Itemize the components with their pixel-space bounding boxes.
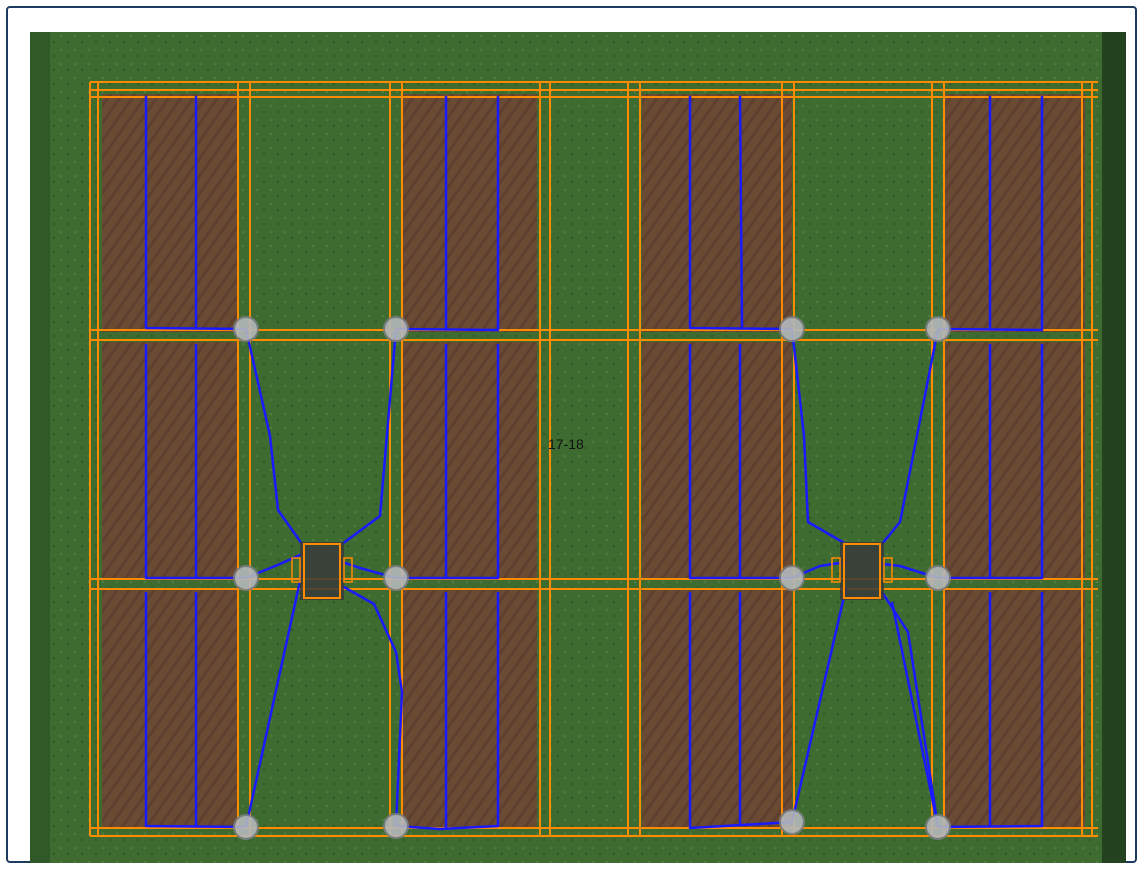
soil-plot bbox=[642, 342, 792, 580]
soil-plot bbox=[102, 94, 237, 332]
soil-plot bbox=[402, 590, 537, 828]
manhole-icon[interactable] bbox=[233, 316, 259, 342]
soil-plot bbox=[945, 590, 1085, 828]
pump-station-icon[interactable] bbox=[291, 542, 353, 600]
manhole-icon[interactable] bbox=[383, 813, 409, 839]
pump-station-icon[interactable] bbox=[831, 542, 893, 600]
soil-plot bbox=[402, 94, 537, 332]
manhole-icon[interactable] bbox=[233, 814, 259, 840]
manholes bbox=[233, 316, 951, 840]
soil-plot bbox=[642, 590, 792, 828]
left-field-edge bbox=[30, 32, 50, 863]
soil-plot bbox=[945, 94, 1085, 332]
aerial-map-canvas[interactable] bbox=[30, 32, 1126, 863]
manhole-icon[interactable] bbox=[779, 565, 805, 591]
manhole-icon[interactable] bbox=[925, 565, 951, 591]
manhole-icon[interactable] bbox=[925, 814, 951, 840]
map-viewport[interactable]: 17-18 bbox=[30, 32, 1126, 863]
soil-plot bbox=[945, 342, 1085, 580]
drain-lines bbox=[144, 95, 1044, 831]
tree-line bbox=[1102, 32, 1126, 863]
manhole-icon[interactable] bbox=[233, 565, 259, 591]
manhole-icon[interactable] bbox=[383, 316, 409, 342]
soil-plot bbox=[102, 342, 237, 580]
soil-plots bbox=[102, 94, 1085, 828]
soil-plot bbox=[402, 342, 537, 580]
plot-label: 17-18 bbox=[548, 436, 584, 452]
manhole-icon[interactable] bbox=[779, 316, 805, 342]
soil-plot bbox=[102, 590, 237, 828]
manhole-icon[interactable] bbox=[383, 565, 409, 591]
manhole-icon[interactable] bbox=[925, 316, 951, 342]
soil-plot bbox=[642, 94, 792, 332]
plot-grid bbox=[89, 81, 1098, 837]
manhole-icon[interactable] bbox=[779, 809, 805, 835]
